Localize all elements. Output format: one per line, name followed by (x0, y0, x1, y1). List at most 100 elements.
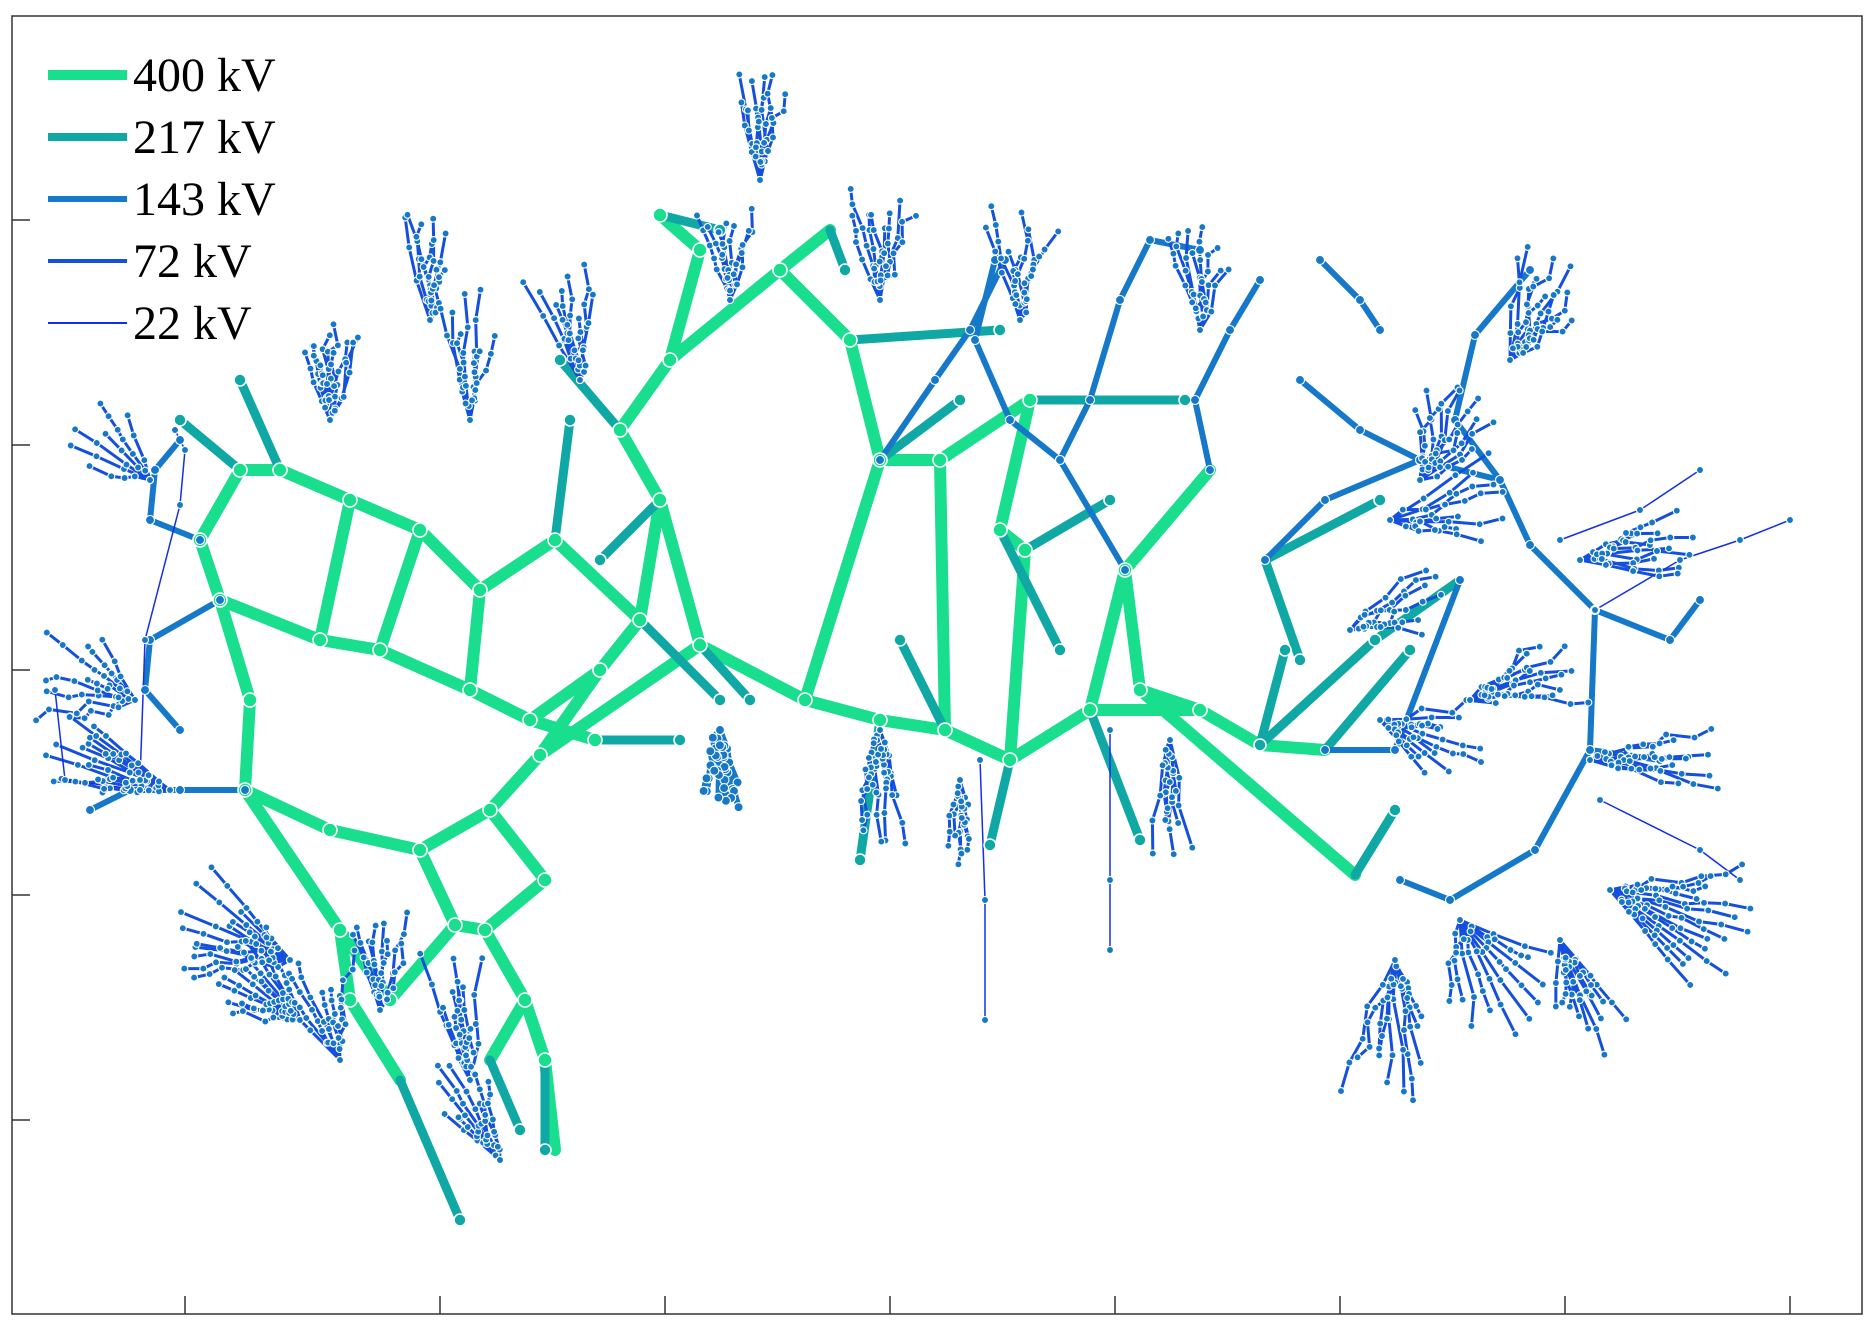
line-segment (374, 644, 476, 696)
line-segment (147, 597, 223, 643)
bus-node (345, 368, 354, 377)
bus-node (757, 105, 766, 114)
bus-node (1498, 487, 1507, 496)
bus-node (1675, 936, 1684, 945)
bus-node (211, 958, 221, 967)
bus-node (747, 204, 756, 213)
line-segment (239, 784, 346, 936)
bus-node (320, 1000, 329, 1009)
bus-node (1105, 875, 1115, 885)
bus-node (271, 972, 280, 981)
bus-node (898, 238, 907, 247)
line-segment (844, 334, 886, 466)
bus-node (1692, 894, 1701, 903)
line-segment (1635, 546, 1671, 552)
bus-node (1491, 699, 1500, 708)
line-segment (582, 263, 591, 291)
bus-node (417, 255, 426, 264)
bus-node (123, 687, 132, 696)
bus-node (144, 771, 153, 780)
bus-node (1648, 518, 1657, 527)
bus-node (71, 777, 80, 786)
line-segment (595, 495, 665, 565)
bus-node (1161, 815, 1170, 825)
bus-node (1453, 428, 1462, 438)
bus-node (1555, 685, 1564, 694)
bus-node (1546, 948, 1555, 957)
bus-node (580, 260, 589, 269)
bus-node (951, 831, 960, 840)
bus-node (1640, 753, 1649, 762)
bus-node (896, 196, 905, 205)
bus-node (1182, 253, 1191, 263)
bus-node (493, 1142, 502, 1151)
bus-node (1664, 634, 1676, 646)
bus-node (1465, 695, 1475, 705)
bus-node (1420, 441, 1429, 450)
bus-node (214, 594, 226, 606)
line-segment (214, 594, 326, 646)
bus-node (1420, 581, 1429, 590)
line-segment (550, 415, 575, 545)
legend-label: 22 kV (133, 297, 252, 350)
line-segment (519, 994, 551, 1066)
line-segment (1057, 397, 1093, 463)
bus-node (434, 273, 444, 282)
bus-node (1683, 904, 1692, 913)
bus-node (1485, 974, 1494, 983)
bus-node (875, 295, 885, 305)
line-segment (142, 687, 183, 733)
bus-node (1082, 702, 1098, 718)
bus-node (332, 922, 348, 938)
bus-node (880, 808, 889, 818)
bus-node (1493, 690, 1502, 699)
bus-node (1377, 1031, 1387, 1041)
bus-node (1533, 301, 1542, 310)
bus-node (1472, 415, 1481, 424)
bus-node (1621, 528, 1631, 537)
bus-node (964, 834, 973, 843)
bus-node (1638, 914, 1647, 923)
bus-node (445, 1061, 454, 1070)
bus-node (1687, 937, 1696, 946)
bus-node (718, 239, 727, 248)
bus-node (547, 532, 563, 548)
line-segment (1739, 519, 1791, 541)
bus-node (1475, 520, 1484, 529)
bus-node (382, 936, 392, 945)
bus-node (100, 661, 109, 670)
bus-node (371, 921, 380, 930)
bus-node (858, 255, 867, 264)
bus-node (80, 778, 90, 787)
bus-node (1738, 860, 1747, 869)
bus-node (453, 1213, 467, 1227)
bus-node (1196, 255, 1205, 265)
bus-node (1628, 888, 1637, 897)
line-segment (1399, 568, 1428, 581)
bus-node (1514, 646, 1524, 655)
bus-node (1541, 292, 1550, 301)
bus-node (207, 863, 216, 872)
bus-node (1203, 250, 1213, 259)
bus-node (587, 732, 603, 748)
bus-node (1607, 761, 1616, 770)
bus-node (1415, 517, 1425, 526)
line-segment (1650, 509, 1679, 525)
bus-node (1387, 974, 1396, 983)
bus-node (1148, 816, 1157, 825)
bus-node (1553, 315, 1562, 324)
bus-node (1584, 698, 1593, 707)
bus-node (1671, 889, 1680, 898)
bus-node (1560, 642, 1569, 651)
bus-node (103, 684, 112, 693)
bus-node (429, 214, 438, 223)
bus-node (1532, 274, 1541, 283)
bus-node (482, 802, 498, 818)
bus-node (316, 361, 325, 370)
line-segment (1004, 704, 1096, 766)
bus-node (1453, 512, 1462, 521)
bus-node (245, 928, 254, 937)
bus-node (1169, 249, 1178, 258)
axis-ticks (12, 219, 1791, 1314)
line-segment (94, 454, 126, 471)
